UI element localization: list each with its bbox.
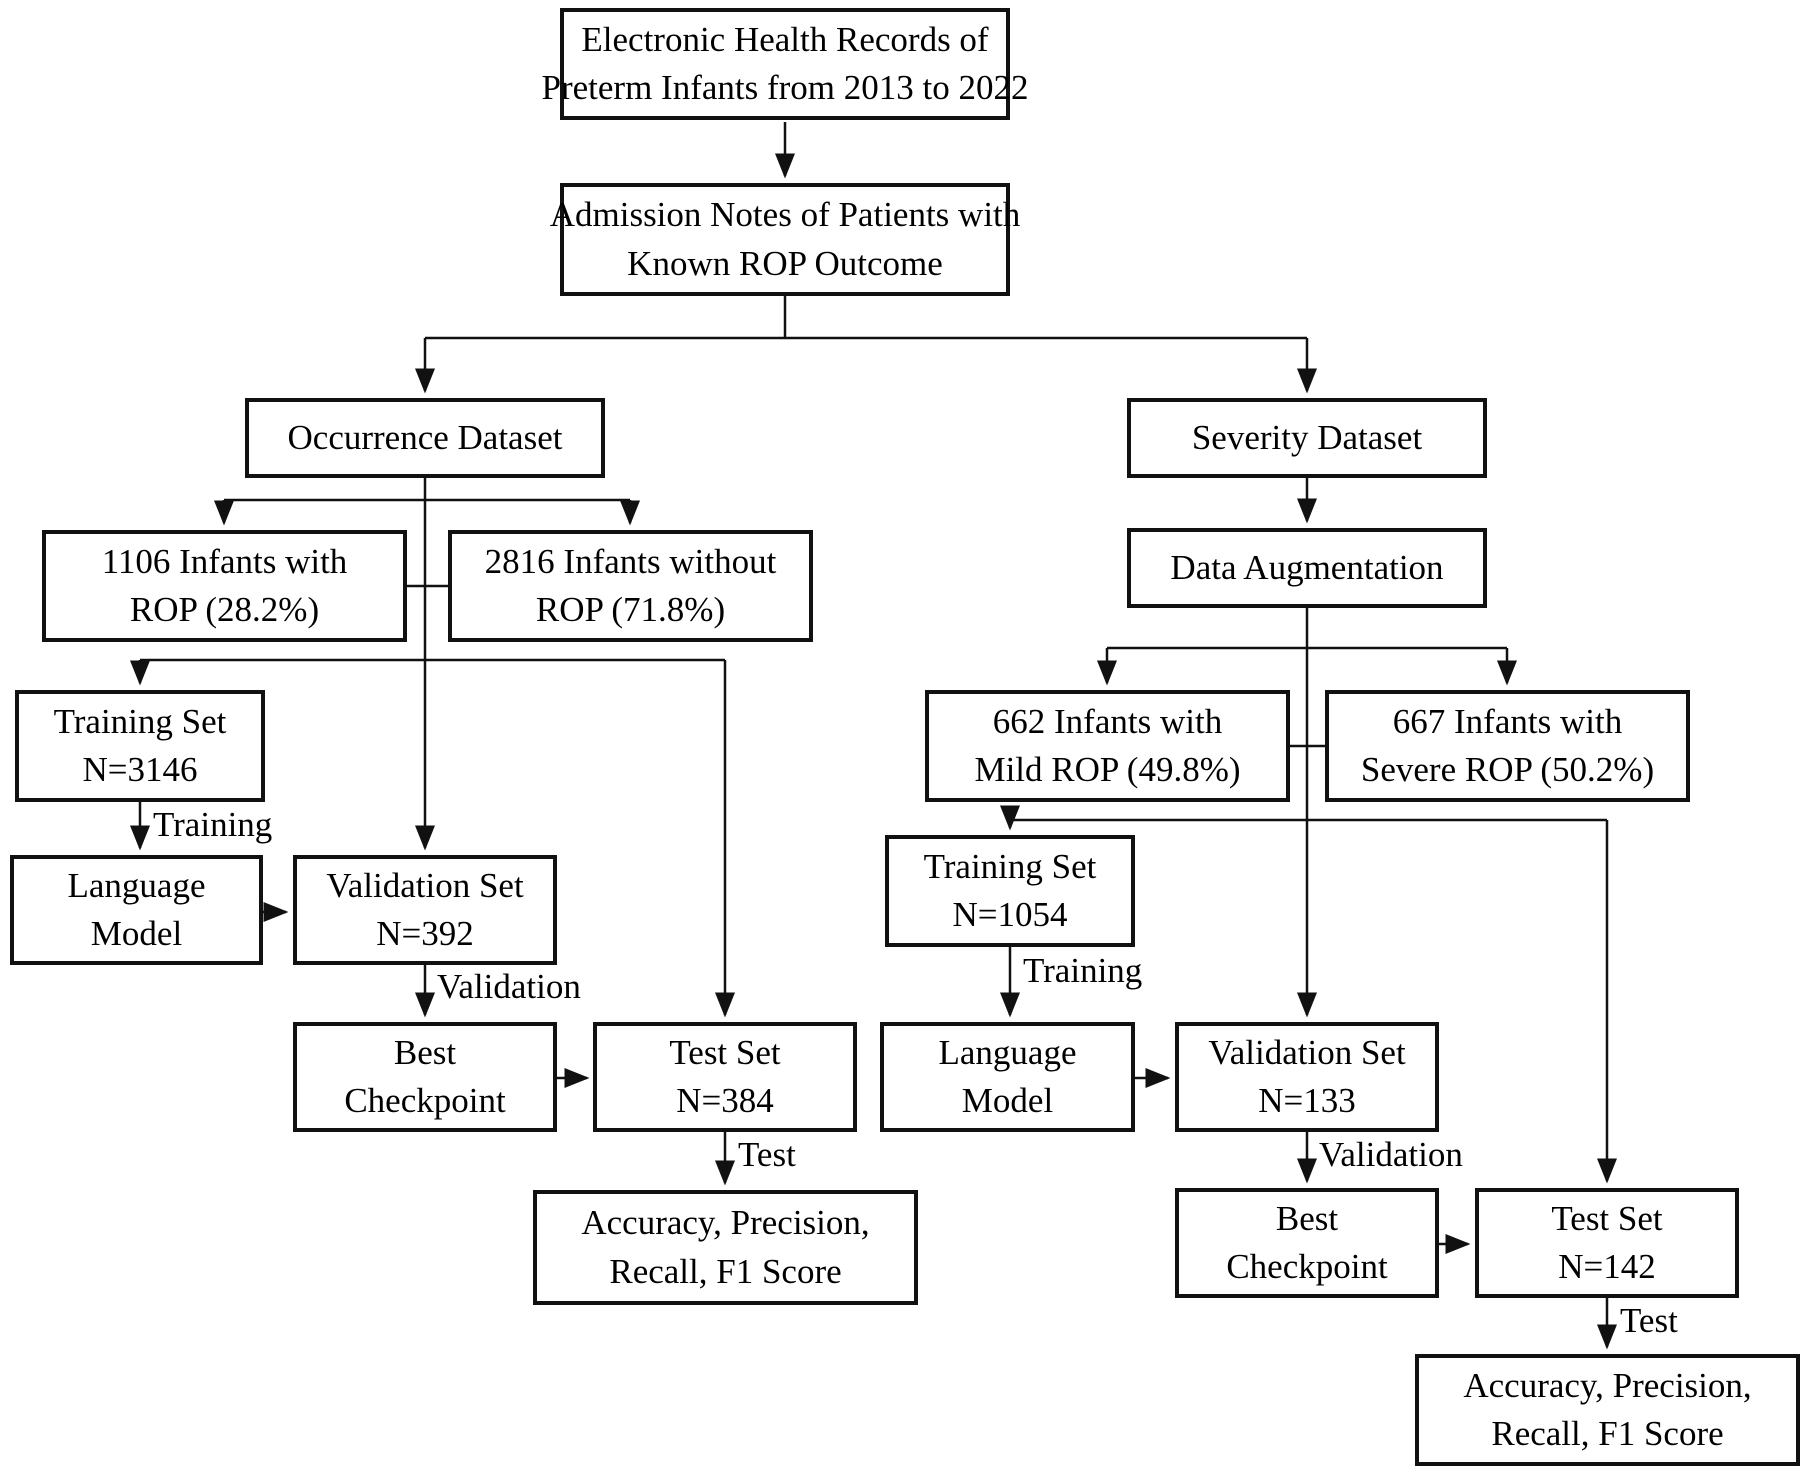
infants-severe-rop-text-line2: Severe ROP (50.2%) bbox=[1360, 750, 1655, 789]
occurrence-language-model-text-line1: Language bbox=[67, 865, 206, 905]
severity-dataset-text: Severity Dataset bbox=[1191, 417, 1423, 457]
occurrence-dataset-box: Occurrence Dataset bbox=[245, 398, 605, 478]
severity-language-model-text-line2: Model bbox=[961, 1081, 1054, 1120]
infants-severe-rop-box: 667 Infants with Severe ROP (50.2%) bbox=[1325, 690, 1690, 802]
infants-severe-rop-text-line1: 667 Infants with bbox=[1392, 701, 1623, 741]
severity-metrics-text-line1: Accuracy, Precision, bbox=[1463, 1365, 1752, 1405]
data-augmentation-text: Data Augmentation bbox=[1170, 547, 1444, 587]
severity-test-set-text-line1: Test Set bbox=[1551, 1198, 1663, 1238]
occurrence-test-set-text-line2: N=384 bbox=[676, 1081, 774, 1120]
severity-dataset-box: Severity Dataset bbox=[1127, 398, 1487, 478]
infants-without-rop-text-line2: ROP (71.8%) bbox=[535, 590, 726, 629]
occurrence-best-checkpoint-text-line2: Checkpoint bbox=[344, 1081, 506, 1120]
infants-without-rop-box: 2816 Infants without ROP (71.8%) bbox=[448, 530, 813, 642]
infants-mild-rop-text-line2: Mild ROP (49.8%) bbox=[974, 750, 1241, 789]
severity-validation-set-text-line2: N=133 bbox=[1258, 1081, 1356, 1120]
occurrence-validation-arrow-label: Validation bbox=[437, 967, 581, 1006]
occurrence-best-checkpoint-box: Best Checkpoint bbox=[293, 1022, 557, 1132]
severity-training-set-text-line1: Training Set bbox=[923, 846, 1097, 886]
occurrence-language-model-box: Language Model bbox=[10, 855, 263, 965]
admission-notes-text-line1: Admission Notes of Patients with bbox=[549, 195, 1021, 235]
severity-test-arrow-label: Test bbox=[1620, 1301, 1678, 1340]
severity-test-set-text-line2: N=142 bbox=[1558, 1247, 1656, 1286]
ehr-records-text-line2: Preterm Infants from 2013 to 2022 bbox=[541, 68, 1029, 107]
occurrence-best-checkpoint-text-line1: Best bbox=[393, 1032, 457, 1072]
occurrence-training-set-text-line1: Training Set bbox=[53, 701, 227, 741]
data-augmentation-box: Data Augmentation bbox=[1127, 528, 1487, 608]
occurrence-training-arrow-label: Training bbox=[153, 805, 273, 844]
occurrence-language-model-text-line2: Model bbox=[90, 914, 183, 953]
severity-branch-connectors bbox=[1000, 478, 1617, 1350]
infants-with-rop-box: 1106 Infants with ROP (28.2%) bbox=[42, 530, 407, 642]
severity-best-checkpoint-text-line1: Best bbox=[1275, 1198, 1339, 1238]
occurrence-metrics-text-line1: Accuracy, Precision, bbox=[581, 1203, 870, 1243]
ehr-records-text-line1: Electronic Health Records of bbox=[581, 19, 989, 59]
severity-test-set-box: Test Set N=142 bbox=[1475, 1188, 1739, 1298]
occurrence-validation-set-text-line1: Validation Set bbox=[326, 865, 524, 905]
admission-notes-box: Admission Notes of Patients with Known R… bbox=[550, 183, 1020, 296]
occurrence-metrics-text-line2: Recall, F1 Score bbox=[609, 1251, 842, 1291]
infants-without-rop-text-line1: 2816 Infants without bbox=[484, 541, 777, 581]
severity-validation-set-box: Validation Set N=133 bbox=[1175, 1022, 1439, 1132]
severity-best-checkpoint-text-line2: Checkpoint bbox=[1226, 1247, 1388, 1286]
admission-notes-text-line2: Known ROP Outcome bbox=[627, 243, 943, 283]
severity-validation-set-text-line1: Validation Set bbox=[1208, 1032, 1406, 1072]
severity-metrics-text-line2: Recall, F1 Score bbox=[1491, 1414, 1724, 1453]
occurrence-test-set-text-line1: Test Set bbox=[669, 1032, 781, 1072]
occurrence-validation-set-box: Validation Set N=392 bbox=[293, 855, 557, 965]
infants-with-rop-text-line1: 1106 Infants with bbox=[101, 541, 348, 581]
infants-with-rop-text-line2: ROP (28.2%) bbox=[129, 590, 320, 629]
ehr-records-box: Electronic Health Records of Preterm Inf… bbox=[542, 8, 1029, 120]
occurrence-dataset-text: Occurrence Dataset bbox=[287, 417, 563, 457]
occurrence-validation-set-text-line2: N=392 bbox=[376, 914, 474, 953]
severity-training-arrow-label: Training bbox=[1023, 951, 1143, 990]
severity-training-set-box: Training Set N=1054 bbox=[885, 835, 1135, 947]
occurrence-training-set-text-line2: N=3146 bbox=[82, 750, 198, 789]
severity-best-checkpoint-box: Best Checkpoint bbox=[1175, 1188, 1439, 1298]
occurrence-branch-connectors bbox=[130, 478, 735, 1186]
occurrence-test-set-box: Test Set N=384 bbox=[593, 1022, 857, 1132]
infants-mild-rop-text-line1: 662 Infants with bbox=[992, 701, 1223, 741]
severity-metrics-box: Accuracy, Precision, Recall, F1 Score bbox=[1415, 1354, 1800, 1466]
occurrence-training-set-box: Training Set N=3146 bbox=[15, 690, 265, 802]
severity-training-set-text-line2: N=1054 bbox=[952, 895, 1068, 934]
severity-validation-arrow-label: Validation bbox=[1319, 1135, 1463, 1174]
severity-language-model-text-line1: Language bbox=[938, 1032, 1077, 1072]
infants-mild-rop-box: 662 Infants with Mild ROP (49.8%) bbox=[925, 690, 1290, 802]
top-connectors bbox=[415, 122, 1317, 394]
severity-language-model-box: Language Model bbox=[880, 1022, 1135, 1132]
occurrence-test-arrow-label: Test bbox=[738, 1135, 796, 1174]
occurrence-metrics-box: Accuracy, Precision, Recall, F1 Score bbox=[533, 1190, 918, 1305]
